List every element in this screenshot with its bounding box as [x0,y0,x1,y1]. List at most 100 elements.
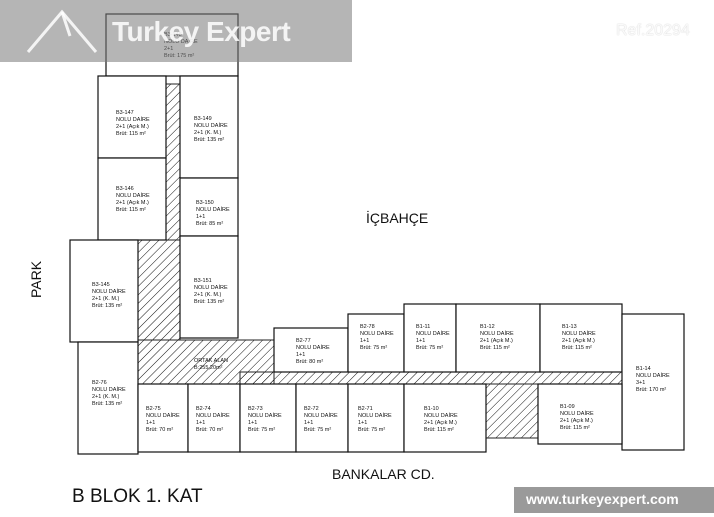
unit-outline [137,383,189,453]
unit-label: 1+1 [416,338,425,344]
unit-label: B2-74 [196,406,211,412]
unit-label: B2-73 [248,406,263,412]
unit-label: B2-75 [146,406,161,412]
unit-label: Brüt: 85 m² [196,221,223,227]
logo-icon [26,9,98,53]
unit-outline [403,383,487,453]
unit-label: B3-146 [116,186,134,192]
unit-label: Brüt: 75 m² [358,427,385,433]
unit-label: 3+1 [636,380,645,386]
website-bar [514,487,714,513]
unit-label: 2+1 (K. M.) [194,130,222,136]
unit-label: B1-09 [560,404,575,410]
units [69,13,685,455]
unit-label: B3-145 [92,282,110,288]
unit-label: Brüt: 135 m² [194,299,224,305]
unit-label: NOLU DAİRE [146,412,180,419]
unit-label: NOLU DAİRE [636,372,670,379]
unit-label: NOLU DAİRE [116,192,150,199]
unit-outline [347,313,405,373]
unit-outline [179,235,239,339]
unit-outline [179,75,239,179]
unit-label: Brüt: 75 m² [416,345,443,351]
unit-label: NOLU DAİRE [416,330,450,337]
unit-label: NOLU DAİRE [248,412,282,419]
unit-label: 1+1 [358,420,367,426]
unit-label: NOLU DAİRE [116,116,150,123]
unit-outline [621,313,685,451]
website-url: www.turkeyexpert.com [526,491,679,507]
common-area-label: ORTAK ALAN [194,358,228,364]
unit-label: NOLU DAİRE [360,330,394,337]
park-label: PARK [28,260,44,298]
unit-label: 1+1 [196,214,205,220]
common-area-label: B:255,20m² [194,365,223,371]
unit-label: Brüt: 115 m² [562,345,592,351]
unit-outline [403,303,457,373]
unit-label: NOLU DAİRE [92,386,126,393]
unit-label: 2+1 (Açık M.) [562,338,595,344]
corridor-stair [485,383,539,439]
unit-label: 2+1 (Açık M.) [424,420,457,426]
unit-label: 2+1 (Açık M.) [480,338,513,344]
unit-outline [539,303,623,373]
unit-label: B1-14 [636,366,651,372]
unit-label: B1-13 [562,324,577,330]
unit-label: Brüt: 170 m² [636,387,666,393]
unit-label: 2+1 (Açık M.) [116,200,149,206]
unit-label: 2+1 (K. M.) [92,394,120,400]
unit-label: Brüt: 115 m² [560,425,590,431]
unit-label: 1+1 [296,352,305,358]
unit-label: 2+1 (Açık M.) [560,418,593,424]
unit-label: Brüt: 115 m² [116,131,146,137]
courtyard-label: İÇBAHÇE [366,210,429,226]
unit-label: 1+1 [360,338,369,344]
unit-label: B2-72 [304,406,319,412]
unit-label: B2-78 [360,324,375,330]
logo-banner: Turkey Expert [0,0,352,62]
unit-label: Brüt: 75 m² [248,427,275,433]
unit-outline [295,383,349,453]
unit-label: B3-151 [194,278,212,284]
unit-label: Brüt: 75 m² [360,345,387,351]
street-label: BANKALAR CD. [332,466,435,482]
unit-outline [97,157,167,241]
unit-label: NOLU DAİRE [194,284,228,291]
unit-label: NOLU DAİRE [296,344,330,351]
unit-outline [347,383,405,453]
unit-label: NOLU DAİRE [304,412,338,419]
unit-outline [179,177,239,237]
unit-outline [537,383,623,445]
unit-outline [69,239,139,343]
unit-label: B1-10 [424,406,439,412]
unit-label: 1+1 [146,420,155,426]
unit-label: Brüt: 135 m² [194,137,224,143]
unit-label: B2-71 [358,406,373,412]
logo-text: Turkey Expert [112,16,291,47]
unit-label: 1+1 [196,420,205,426]
unit-label: NOLU DAİRE [196,206,230,213]
unit-label: 1+1 [304,420,313,426]
unit-label: 2+1 (K. M.) [92,296,120,302]
unit-label: B2-77 [296,338,311,344]
unit-label: Brüt: 135 m² [92,401,122,407]
corridor-left [137,239,181,341]
unit-label: NOLU DAİRE [196,412,230,419]
unit-label: NOLU DAİRE [92,288,126,295]
unit-label: B3-147 [116,110,134,116]
unit-label: NOLU DAİRE [358,412,392,419]
corridor-lower [239,371,623,385]
unit-label: Brüt: 115 m² [116,207,146,213]
unit-label: 2+1 (Açık M.) [116,124,149,130]
unit-label: NOLU DAİRE [194,122,228,129]
unit-label: Brüt: 70 m² [146,427,173,433]
unit-label: 1+1 [248,420,257,426]
unit-label: NOLU DAİRE [424,412,458,419]
unit-label: Brüt: 135 m² [92,303,122,309]
unit-label: Brüt: 75 m² [304,427,331,433]
unit-label: B2-76 [92,380,107,386]
unit-label: Brüt: 115 m² [424,427,454,433]
unit-label: B3-150 [196,200,214,206]
unit-label: NOLU DAİRE [562,330,596,337]
